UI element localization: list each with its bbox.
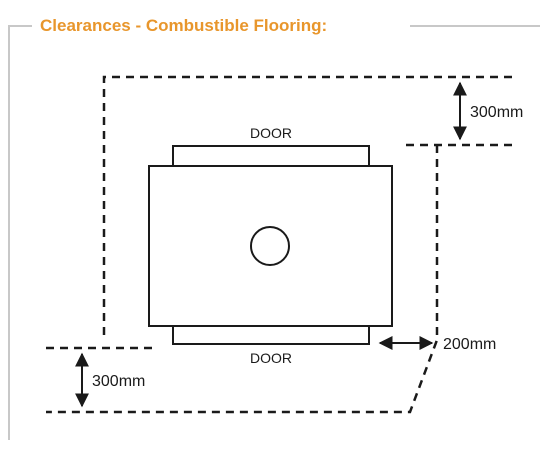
clearance-boundary-top-left	[102, 75, 512, 338]
clearance-side-label: 200mm	[443, 336, 496, 353]
door-bottom-label: DOOR	[250, 350, 292, 366]
flue-circle	[250, 226, 290, 266]
door-top-label: DOOR	[250, 125, 292, 141]
clearance-boundary	[46, 75, 512, 414]
door-bottom	[172, 325, 370, 345]
clearance-bottom-label: 300mm	[92, 373, 145, 390]
door-top	[172, 145, 370, 167]
clearance-boundary-right-side	[46, 145, 439, 414]
clearance-top-label: 300mm	[470, 104, 523, 121]
panel-title: Clearances - Combustible Flooring:	[34, 14, 334, 38]
